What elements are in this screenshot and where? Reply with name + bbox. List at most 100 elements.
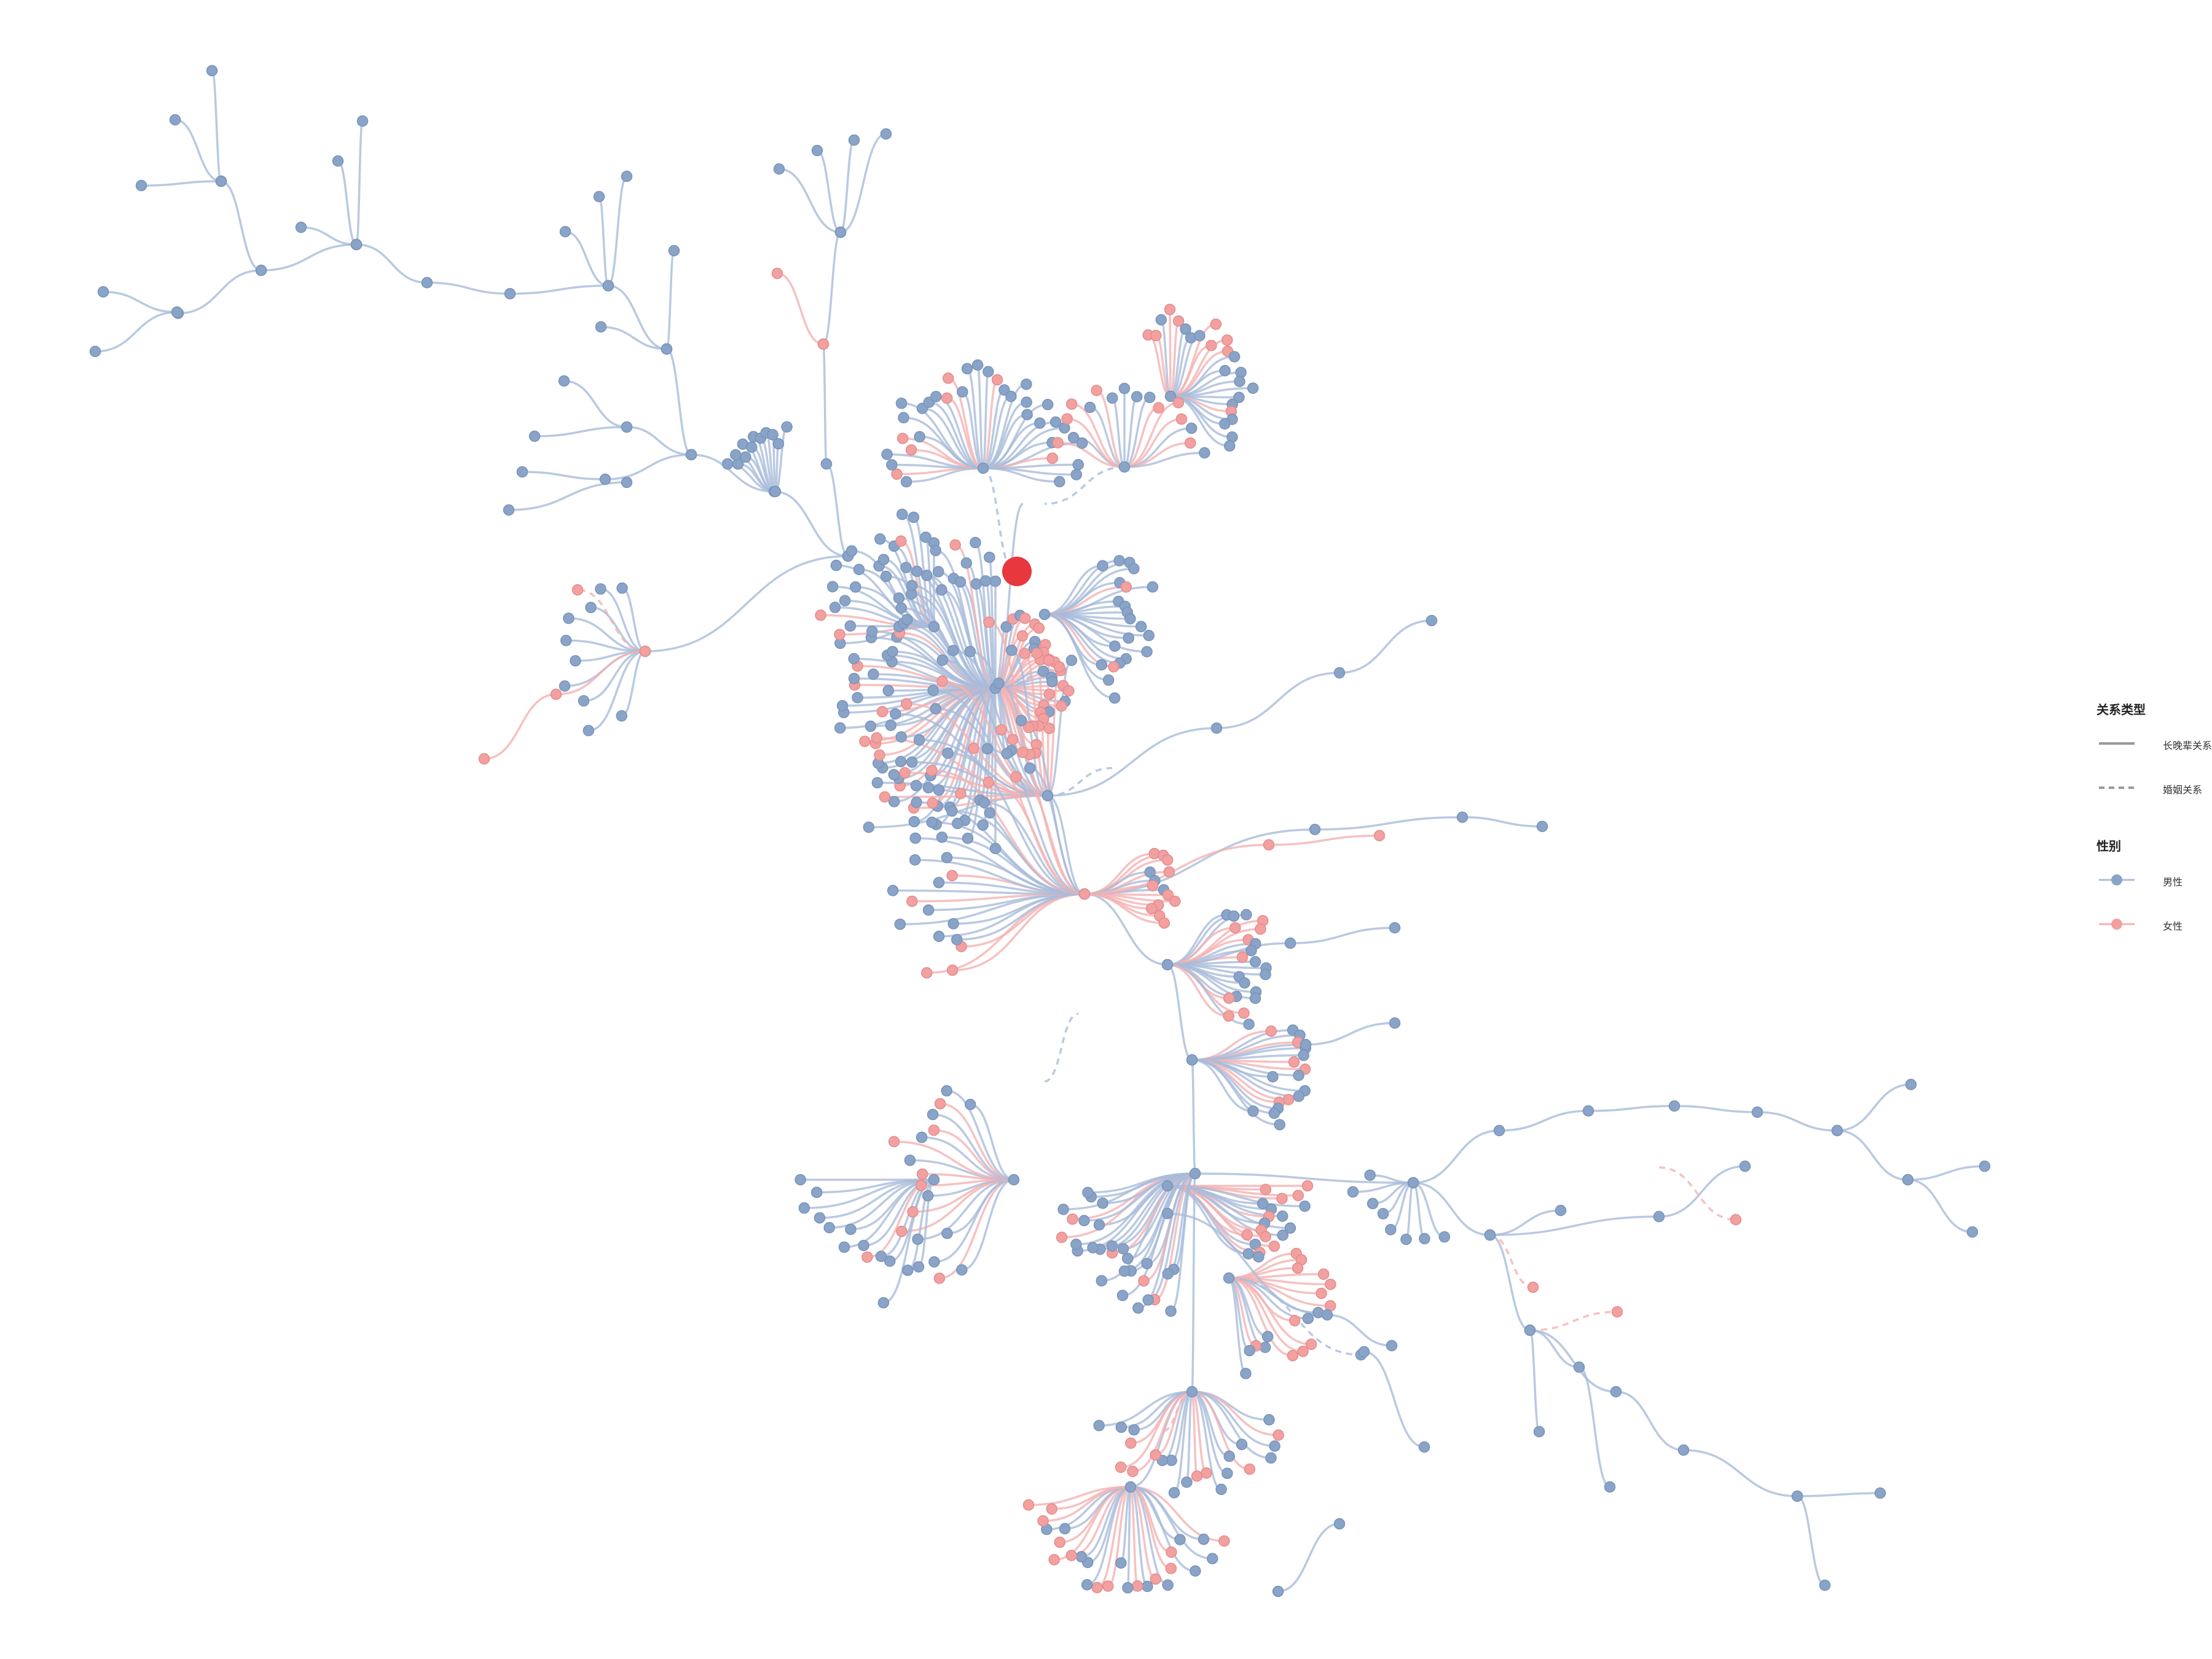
- female-person-node[interactable]: [1067, 1213, 1078, 1225]
- male-person-node[interactable]: [1751, 1106, 1763, 1118]
- male-person-node[interactable]: [421, 276, 433, 289]
- female-person-node[interactable]: [817, 338, 830, 350]
- male-person-node[interactable]: [1054, 476, 1065, 488]
- male-person-node[interactable]: [1113, 555, 1125, 567]
- male-person-node[interactable]: [560, 635, 572, 646]
- female-person-node[interactable]: [1120, 581, 1132, 593]
- male-person-node[interactable]: [1102, 674, 1115, 686]
- male-person-node[interactable]: [1096, 1275, 1108, 1287]
- male-person-node[interactable]: [1021, 396, 1032, 408]
- male-person-node[interactable]: [1049, 416, 1062, 428]
- male-person-node[interactable]: [930, 544, 941, 557]
- male-person-node[interactable]: [928, 1174, 940, 1186]
- legend-item-parent-child[interactable]: 长晚辈关系: [2096, 734, 2212, 753]
- male-person-node[interactable]: [932, 566, 944, 578]
- male-person-node[interactable]: [1533, 1426, 1545, 1438]
- male-person-node[interactable]: [1389, 922, 1401, 934]
- male-person-node[interactable]: [909, 854, 921, 866]
- male-person-node[interactable]: [911, 565, 923, 578]
- female-person-node[interactable]: [1091, 385, 1102, 396]
- male-person-node[interactable]: [356, 115, 369, 127]
- male-person-node[interactable]: [1555, 1204, 1567, 1217]
- male-person-node[interactable]: [1106, 392, 1118, 404]
- male-person-node[interactable]: [1096, 659, 1108, 671]
- male-person-node[interactable]: [1234, 375, 1245, 387]
- male-person-node[interactable]: [977, 462, 989, 474]
- male-person-node[interactable]: [1084, 401, 1096, 414]
- female-person-node[interactable]: [861, 1251, 873, 1263]
- male-person-node[interactable]: [595, 583, 606, 595]
- male-person-node[interactable]: [89, 345, 101, 358]
- male-person-node[interactable]: [926, 817, 938, 828]
- male-person-node[interactable]: [962, 833, 974, 844]
- male-person-node[interactable]: [979, 575, 992, 587]
- male-person-node[interactable]: [1284, 937, 1296, 949]
- male-person-node[interactable]: [904, 1155, 916, 1166]
- male-person-node[interactable]: [1236, 1438, 1248, 1451]
- male-person-node[interactable]: [504, 288, 516, 300]
- male-person-node[interactable]: [947, 918, 959, 930]
- female-person-node[interactable]: [1078, 888, 1091, 900]
- male-person-node[interactable]: [1242, 1248, 1254, 1260]
- male-person-node[interactable]: [880, 128, 892, 140]
- male-person-node[interactable]: [730, 449, 742, 461]
- male-person-node[interactable]: [877, 1296, 890, 1309]
- male-person-node[interactable]: [1265, 1452, 1277, 1464]
- female-person-node[interactable]: [478, 753, 490, 765]
- male-person-node[interactable]: [745, 441, 758, 453]
- male-person-node[interactable]: [888, 769, 900, 780]
- female-person-node[interactable]: [1052, 437, 1064, 449]
- female-person-node[interactable]: [916, 1168, 928, 1180]
- male-person-node[interactable]: [1132, 1302, 1144, 1314]
- female-person-node[interactable]: [1145, 903, 1158, 915]
- female-person-node[interactable]: [968, 742, 979, 755]
- legend-item-female[interactable]: 女性: [2096, 915, 2212, 933]
- female-person-node[interactable]: [1260, 1231, 1271, 1242]
- male-person-node[interactable]: [1046, 676, 1058, 688]
- male-person-node[interactable]: [895, 602, 908, 614]
- male-person-node[interactable]: [1905, 1078, 1917, 1091]
- male-person-node[interactable]: [1097, 1197, 1108, 1209]
- female-person-node[interactable]: [834, 629, 845, 640]
- female-person-node[interactable]: [1031, 647, 1043, 659]
- male-person-node[interactable]: [1249, 992, 1261, 1005]
- male-person-node[interactable]: [1124, 613, 1136, 625]
- male-person-node[interactable]: [1161, 1207, 1174, 1220]
- male-person-node[interactable]: [1115, 1557, 1127, 1569]
- male-person-node[interactable]: [1300, 1038, 1312, 1051]
- female-person-node[interactable]: [1063, 685, 1075, 697]
- female-person-node[interactable]: [1022, 1499, 1035, 1511]
- male-person-node[interactable]: [570, 655, 581, 667]
- female-person-node[interactable]: [936, 675, 948, 687]
- male-person-node[interactable]: [993, 677, 1005, 689]
- male-person-node[interactable]: [893, 592, 905, 604]
- male-person-node[interactable]: [1161, 959, 1174, 971]
- male-person-node[interactable]: [516, 466, 528, 478]
- male-person-node[interactable]: [1131, 391, 1143, 402]
- male-person-node[interactable]: [928, 621, 940, 633]
- female-person-node[interactable]: [926, 764, 938, 777]
- male-person-node[interactable]: [884, 1255, 896, 1267]
- male-person-node[interactable]: [848, 673, 860, 684]
- female-person-node[interactable]: [1223, 1010, 1234, 1022]
- male-person-node[interactable]: [1274, 1119, 1285, 1131]
- male-person-node[interactable]: [1257, 1198, 1269, 1210]
- male-person-node[interactable]: [1358, 1346, 1370, 1358]
- male-person-node[interactable]: [898, 412, 909, 424]
- male-person-node[interactable]: [922, 1190, 934, 1202]
- male-person-node[interactable]: [1215, 1483, 1227, 1496]
- male-person-node[interactable]: [559, 680, 571, 692]
- male-person-node[interactable]: [942, 747, 954, 759]
- male-person-node[interactable]: [1165, 1305, 1177, 1317]
- male-person-node[interactable]: [578, 695, 590, 707]
- male-person-node[interactable]: [1228, 910, 1240, 922]
- male-person-node[interactable]: [169, 114, 181, 126]
- female-person-node[interactable]: [1056, 1231, 1068, 1243]
- male-person-node[interactable]: [844, 620, 857, 632]
- female-person-node[interactable]: [1048, 1554, 1060, 1566]
- male-person-node[interactable]: [1261, 1331, 1274, 1343]
- focus-node[interactable]: [1002, 557, 1032, 586]
- male-person-node[interactable]: [887, 646, 898, 657]
- female-person-node[interactable]: [859, 735, 871, 747]
- male-person-node[interactable]: [887, 885, 899, 896]
